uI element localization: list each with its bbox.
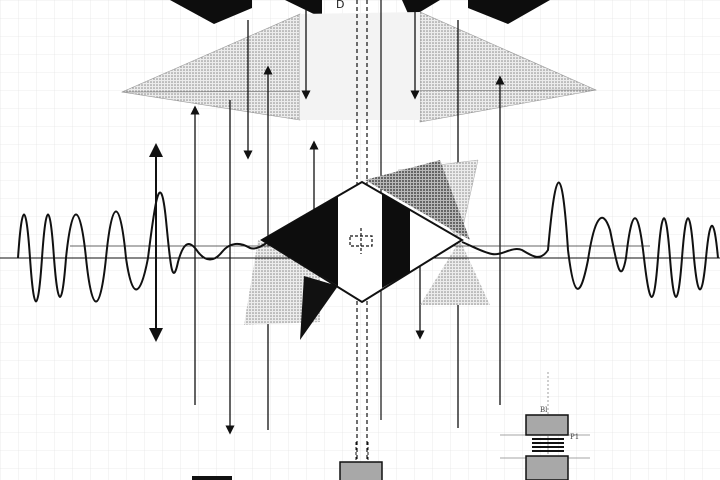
component-label-side: P1 [570,433,579,441]
crosshair-icon [349,228,373,254]
top-label: D [336,0,344,11]
component-label-top: Bl [540,406,548,414]
top-cone [120,11,598,123]
bottom-center-block [339,461,383,480]
spring-icon [532,438,564,452]
left-waveform [17,191,269,303]
central-diamond [260,180,464,340]
bottom-left-block [192,476,232,480]
center-cones [244,159,490,325]
right-waveform [461,181,719,298]
top-left-chevron-block-icon [170,0,322,24]
spring-component: Bl P1 [500,372,590,480]
